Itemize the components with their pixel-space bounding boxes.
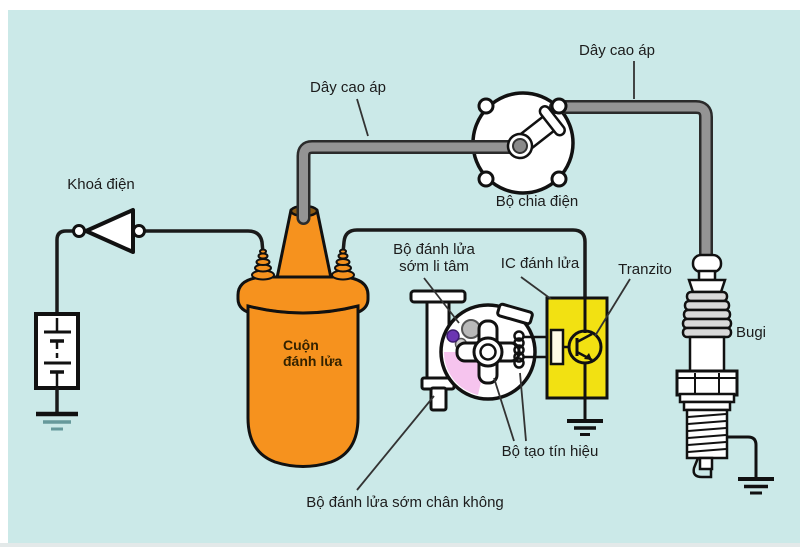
wire-switch-to-coil — [142, 229, 265, 255]
centrifugal-weight — [461, 319, 481, 339]
ignition-switch-symbol — [72, 208, 146, 254]
label-centrifugal-line2: sớm li tâm — [399, 258, 469, 275]
plug-insulator — [688, 335, 726, 374]
pointer-centrifugal — [423, 277, 460, 324]
label-ignition-ic: IC đánh lửa — [500, 255, 580, 272]
label-transistor: Tranzito — [618, 261, 672, 278]
pointer-signal-2 — [519, 372, 527, 442]
pointer-transistor — [594, 278, 631, 337]
pointer-hv-left — [356, 98, 369, 137]
reluctor-cam — [455, 319, 521, 385]
label-signal-generator: Bộ tạo tín hiệu — [501, 443, 599, 460]
label-spark-plug: Bugi — [735, 324, 767, 341]
plug-threads — [685, 408, 729, 460]
pointer-vacuum — [356, 395, 435, 491]
battery-symbol — [34, 312, 80, 413]
label-centrifugal-advance: Bộ đánh lửa sớm li tâm — [393, 241, 475, 275]
wire-battery-to-switch — [55, 229, 76, 316]
plug-hex — [675, 369, 739, 397]
battery-ground-symbol — [36, 411, 78, 431]
diagram-background — [8, 10, 800, 543]
plug-electrode — [692, 456, 714, 479]
plug-ground-symbol — [738, 477, 774, 495]
transistor-symbol — [549, 328, 603, 366]
pointer-lines — [356, 61, 635, 491]
ic-ground-symbol — [567, 419, 603, 436]
low-voltage-wires — [55, 228, 587, 316]
distributor-terminals — [477, 97, 568, 188]
bottom-strip — [0, 543, 800, 547]
label-centrifugal-line1: Bộ đánh lửa — [393, 241, 475, 258]
pointer-ic — [520, 276, 552, 300]
wire-coil-to-ic — [341, 228, 587, 302]
plug-terminal-nut — [691, 253, 723, 274]
label-ignition-switch: Khoá điện — [67, 176, 135, 193]
pickup-coil — [513, 330, 525, 369]
advance-weight-purple — [446, 329, 460, 343]
vacuum-advance-canister — [409, 289, 467, 412]
hv-wire-coil-to-distributor — [296, 140, 525, 225]
ignition-coil — [236, 248, 370, 468]
pickup-stator — [496, 302, 534, 326]
label-vacuum-advance: Bộ đánh lửa sớm chân không — [306, 494, 504, 511]
distributor-rotor — [506, 105, 566, 160]
label-ignition-coil: Cuộn đánh lửa — [283, 337, 342, 369]
signal-generator-assembly — [439, 302, 551, 401]
spark-plug — [675, 253, 774, 495]
hv-wire-distributor-to-plug — [549, 100, 713, 267]
label-ignition-coil-line1: Cuộn — [283, 337, 319, 353]
plug-ground-wire — [727, 435, 758, 478]
label-hv-wire-left: Dây cao áp — [310, 79, 386, 96]
plug-ribbed-insulator — [681, 290, 733, 339]
coil-terminal-right — [331, 248, 355, 281]
ic-box — [545, 296, 609, 420]
label-distributor: Bộ chia điện — [495, 193, 579, 210]
label-hv-wire-right: Dây cao áp — [579, 42, 655, 59]
coil-terminal-left — [251, 248, 275, 281]
pointer-signal-1 — [493, 377, 515, 442]
coil-body — [246, 304, 360, 468]
label-ignition-coil-line2: đánh lửa — [283, 353, 343, 369]
